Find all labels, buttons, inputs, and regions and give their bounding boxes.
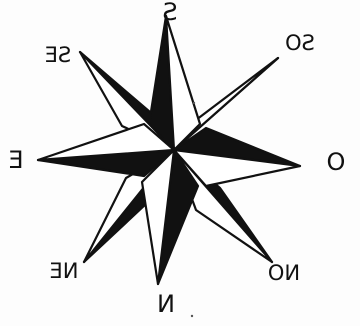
compass-center bbox=[171, 147, 177, 153]
label-top-right: SO bbox=[285, 31, 315, 55]
label-right: O bbox=[327, 148, 346, 176]
pencil-mark bbox=[193, 102, 195, 104]
label-top-left: SE bbox=[45, 43, 72, 67]
cardinal-star bbox=[38, 16, 300, 284]
label-top: S bbox=[162, 0, 177, 26]
label-bottom-left: NE bbox=[50, 259, 79, 283]
label-bottom-right: NO bbox=[268, 261, 300, 285]
label-bottom: N bbox=[157, 290, 175, 318]
pencil-mark bbox=[191, 315, 193, 317]
label-left: E bbox=[8, 146, 23, 174]
